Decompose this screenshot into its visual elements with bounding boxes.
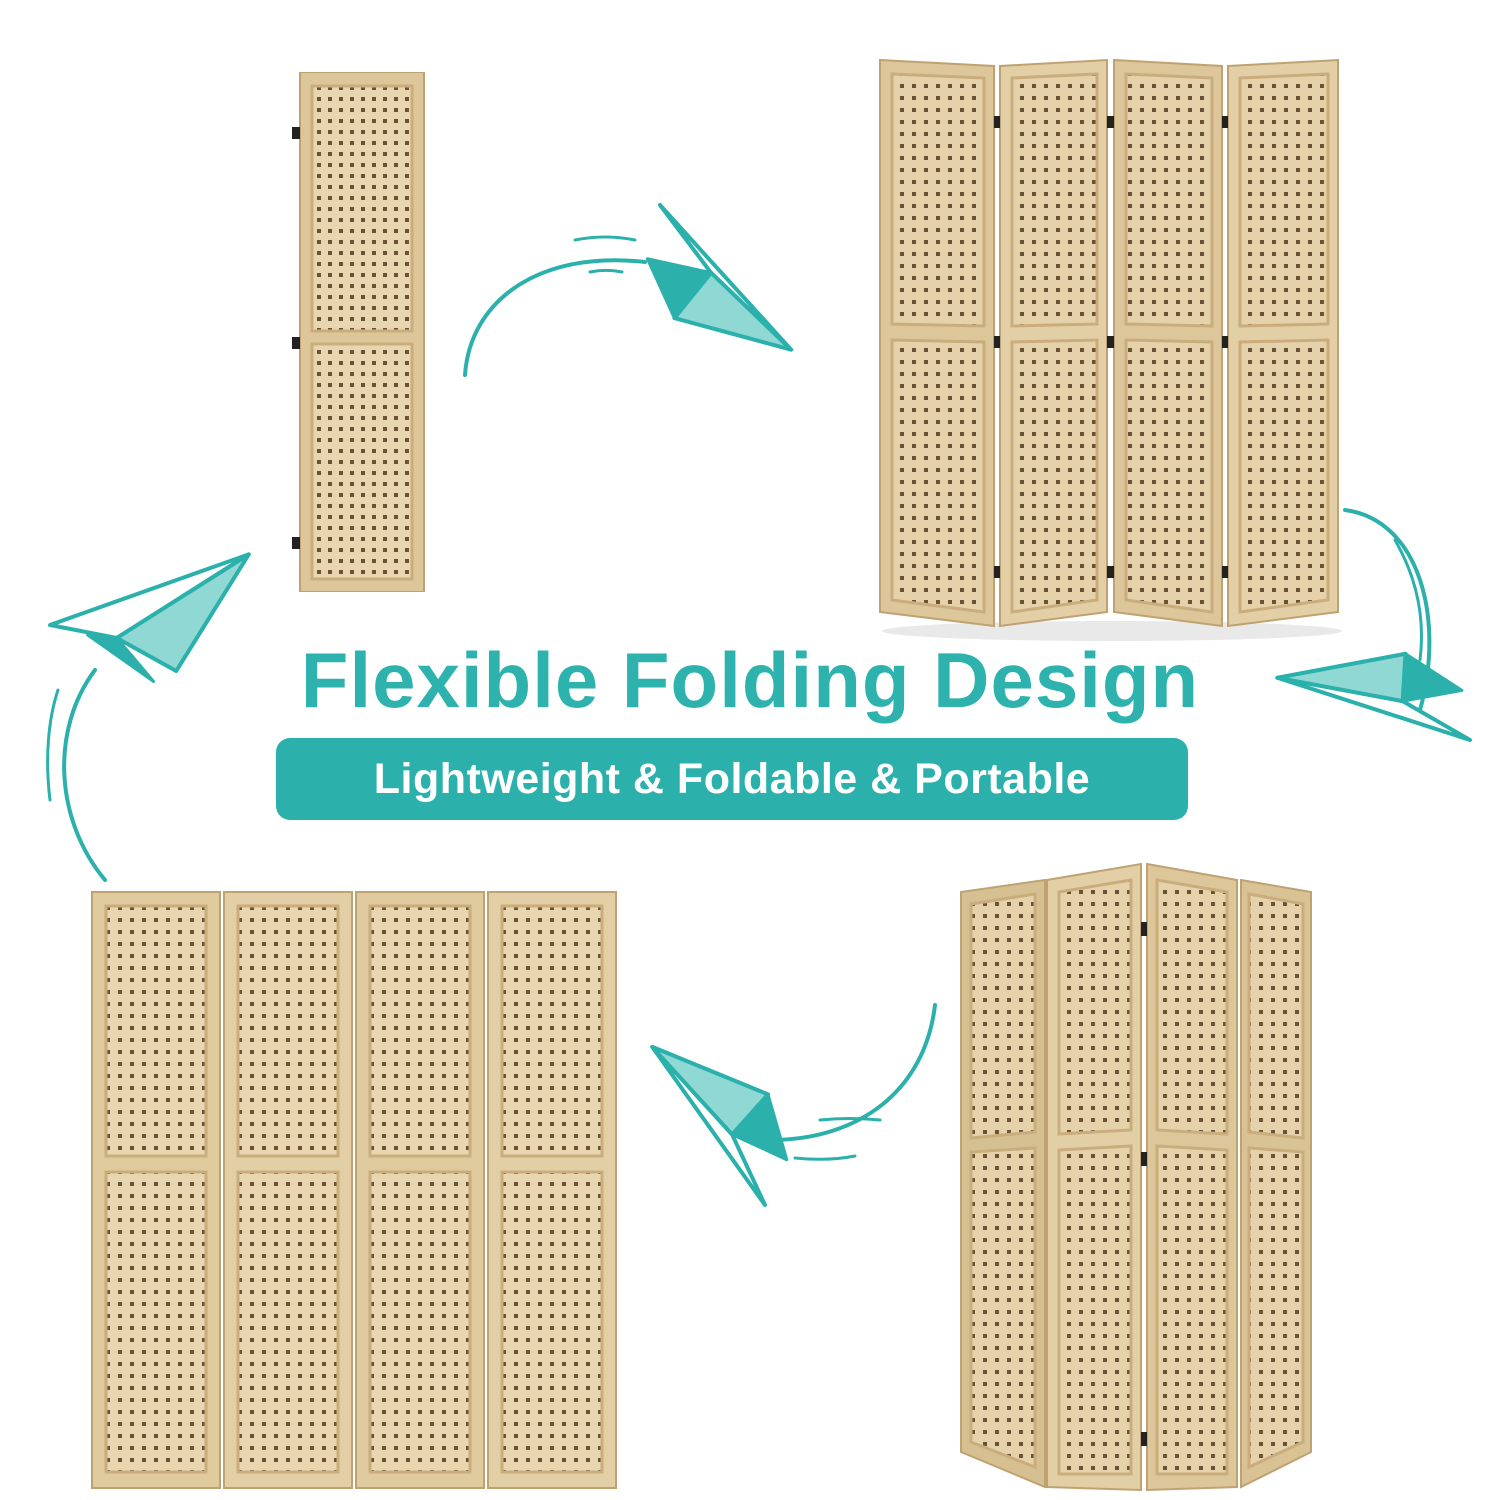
- headline: Flexible Folding Design: [300, 636, 1200, 724]
- motion-arc-icon: [463, 258, 647, 377]
- motion-arc-icon: [768, 1003, 937, 1142]
- screen-zigzag-image: [872, 56, 1342, 646]
- paper-plane-icon: [645, 203, 794, 352]
- tagline-text: Lightweight & Foldable & Portable: [373, 754, 1091, 803]
- screen-folded-image: [292, 72, 432, 592]
- paper-plane-icon: [650, 1044, 789, 1207]
- screen-corner-image: [955, 862, 1315, 1492]
- screen-flat-image: [90, 890, 620, 1490]
- tagline-banner: Lightweight & Foldable & Portable: [276, 738, 1188, 820]
